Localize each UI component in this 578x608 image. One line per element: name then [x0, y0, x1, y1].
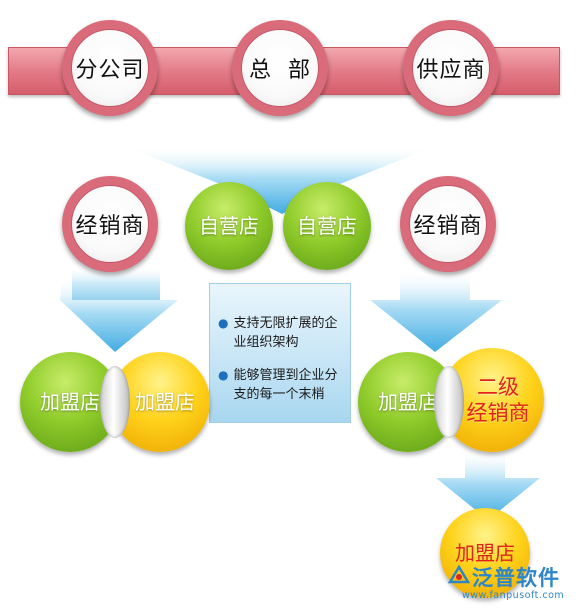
brand-name: 泛普软件 [472, 566, 560, 590]
info-item-2: ● 能够管理到企业分支的每一个末梢 [218, 366, 342, 404]
franchise-right-green-label: 加盟店 [378, 390, 438, 414]
right-overlap-lens [434, 366, 464, 438]
supplier-circle: 供应商 [403, 20, 499, 116]
left-overlap-lens [100, 366, 130, 438]
dealer-right-label: 经销商 [413, 214, 483, 239]
franchise-left-yellow-label: 加盟店 [135, 390, 195, 414]
info-item-1-text: 支持无限扩展的企业组织架构 [233, 316, 338, 350]
dealer-left-label: 经销商 [75, 214, 145, 239]
info-item-1: ● 支持无限扩展的企业组织架构 [218, 314, 342, 352]
headquarters-label: 总 部 [249, 58, 311, 83]
supplier-label: 供应商 [416, 58, 486, 83]
franchise-left-yellow-circle: 加盟店 [110, 352, 210, 452]
lower-right-arrow [436, 452, 540, 520]
headquarters-circle: 总 部 [232, 20, 328, 116]
franchise-left-green-label: 加盟店 [40, 390, 100, 414]
top-funnel-arrow [130, 148, 430, 214]
brand-mark-icon [448, 564, 470, 584]
bullet-icon: ● [218, 316, 229, 330]
self-store-2-circle: 自营店 [283, 182, 371, 270]
self-store-1-label: 自营店 [199, 214, 259, 238]
info-box: ● 支持无限扩展的企业组织架构 ● 能够管理到企业分支的每一个末梢 [209, 283, 351, 423]
bullet-icon: ● [218, 368, 229, 382]
branch-label: 分公司 [75, 58, 145, 83]
brand-logo: 泛普软件 www.fanpusoft.com [448, 562, 572, 606]
right-down-arrow [370, 272, 502, 352]
brand-url: www.fanpusoft.com [462, 590, 565, 601]
franchise-bottom-label: 加盟店 [455, 541, 515, 565]
branch-circle: 分公司 [62, 20, 158, 116]
dealer-left-circle: 经销商 [62, 176, 158, 272]
sub-dealer-label-line2: 经销商 [466, 401, 530, 425]
dealer-right-circle: 经销商 [400, 176, 496, 272]
self-store-2-label: 自营店 [297, 214, 357, 238]
sub-dealer-label-line1: 二级 [477, 375, 519, 399]
self-store-1-circle: 自营店 [185, 182, 273, 270]
left-down-arrow [60, 280, 178, 352]
info-item-2-text: 能够管理到企业分支的每一个末梢 [233, 368, 338, 402]
